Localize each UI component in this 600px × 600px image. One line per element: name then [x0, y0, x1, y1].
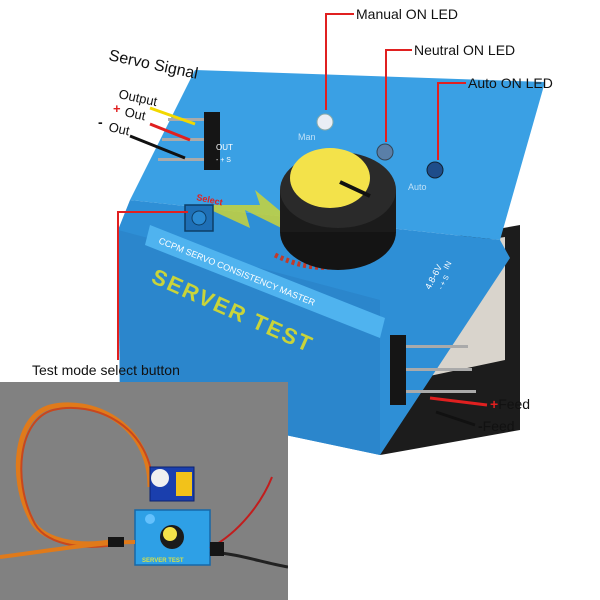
manual-led-label: Manual ON LED	[356, 6, 458, 22]
feed-minus-text: Feed	[482, 418, 515, 434]
feed-minus-label: -Feed	[478, 418, 515, 434]
callout-neutral	[385, 49, 412, 142]
wire-plus-out	[149, 122, 191, 142]
out-pins-label: - + S	[216, 157, 231, 164]
wire-feed-plus	[429, 396, 488, 407]
input-pin-header	[390, 335, 476, 405]
usage-photo: SERVER TEST	[0, 382, 288, 600]
test-mode-label: Test mode select button	[32, 362, 180, 378]
minus-out-sign: -	[98, 114, 103, 130]
led-auto	[426, 161, 444, 179]
servo-icon	[149, 466, 195, 502]
plus-out-label: Out	[123, 104, 147, 123]
neutral-led-label: Neutral ON LED	[414, 42, 516, 58]
auto-led-label: Auto ON LED	[468, 75, 553, 91]
knob-icon[interactable]	[280, 148, 396, 270]
wire-output	[149, 106, 196, 126]
feed-plus-text: Feed	[498, 396, 531, 412]
banner-strip	[145, 225, 385, 338]
feed-minus-sign: -	[478, 418, 483, 434]
led-man-label: Man	[298, 132, 316, 142]
feed-plus-label: +Feed	[490, 396, 530, 412]
minus-out-label: Out	[107, 119, 131, 138]
out-label: OUT	[216, 143, 233, 152]
feed-plus-sign: +	[490, 396, 499, 412]
callout-test	[117, 211, 188, 360]
output-label: Output	[117, 86, 159, 109]
plus-out-sign: +	[113, 101, 121, 116]
servo-signal-label: Servo Signal	[107, 47, 199, 82]
in-label: IN	[442, 259, 454, 270]
photo-device-title: SERVER TEST	[142, 558, 184, 564]
callout-auto	[437, 82, 466, 160]
led-manual	[316, 113, 334, 131]
led-auto-label: Auto	[408, 182, 427, 192]
led-neutral	[376, 143, 394, 161]
wire-feed-minus	[435, 410, 476, 427]
wire-minus-out	[129, 134, 186, 160]
callout-manual	[325, 13, 354, 110]
